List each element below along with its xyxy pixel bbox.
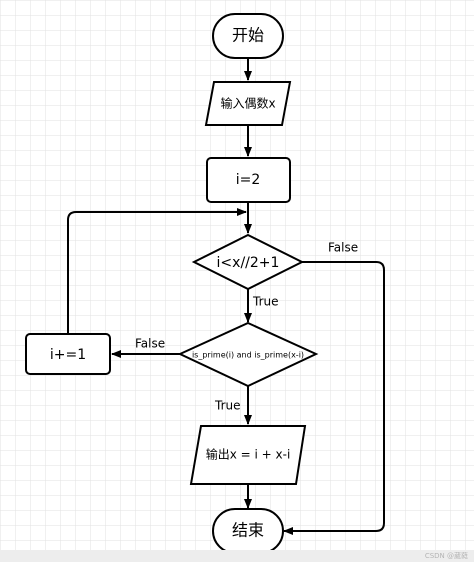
init-label: i=2 — [236, 172, 261, 188]
edge-loop-false — [283, 261, 385, 535]
loop-condition-diamond — [191, 233, 305, 291]
init-process — [206, 157, 291, 203]
bottom-band — [0, 550, 474, 562]
prime-check-diamond — [177, 321, 319, 388]
increment-label: i+=1 — [50, 347, 86, 363]
edge-increment-loopback — [67, 208, 247, 334]
end-label: 结束 — [232, 521, 264, 540]
check-false-label: False — [135, 337, 165, 351]
loop-condition-label: i<x//2+1 — [217, 255, 280, 271]
output-parallelogram — [189, 425, 307, 485]
prime-check-label: is_prime(i) and is_prime(x-i) — [192, 351, 304, 360]
start-label: 开始 — [232, 26, 264, 45]
loop-false-label: False — [328, 241, 358, 255]
watermark: CSDN @葳蕤 — [424, 552, 468, 560]
input-label: 输入偶数x — [220, 96, 275, 111]
loop-true-label: True — [252, 295, 279, 309]
check-true-label: True — [214, 399, 241, 413]
start-terminal — [212, 13, 284, 59]
input-parallelogram — [204, 81, 292, 126]
increment-process — [25, 333, 111, 375]
output-label: 输出x = i + x-i — [206, 447, 291, 462]
